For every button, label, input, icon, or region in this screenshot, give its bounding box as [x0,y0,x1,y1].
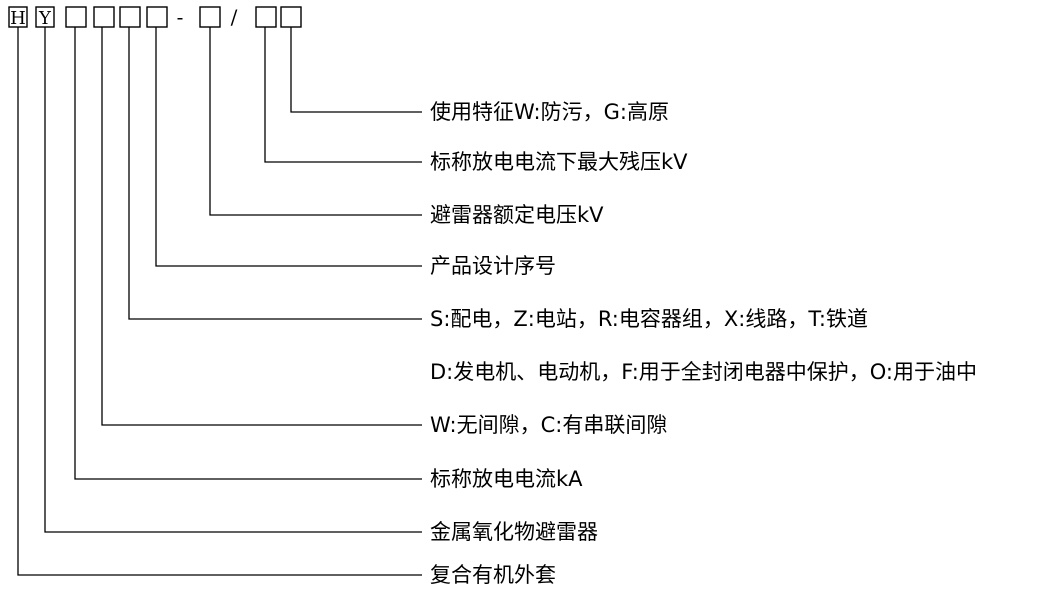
code-box-8 [255,6,277,28]
code-box-4 [93,6,115,28]
desc-arrester-type: 金属氧化物避雷器 [430,520,598,544]
code-char-1: H [10,8,26,29]
leader-line-residual-voltage [264,27,422,163]
leader-line-housing [17,27,422,576]
desc-usage: 使用特征W:防污，G:高原 [430,100,669,124]
desc-application-1: S:配电，Z:电站，R:电容器组，X:线路，T:铁道 [430,307,868,331]
code-box-9 [280,6,302,28]
code-box-5 [119,6,141,28]
leader-line-design-serial [155,27,422,267]
code-slash: / [231,5,238,29]
leader-line-discharge-current [74,27,422,480]
code-box-1: H [8,6,28,29]
leader-line-gap-type [101,27,422,426]
desc-rated-voltage: 避雷器额定电压kV [430,203,604,227]
code-box-2: Y [35,6,55,29]
code-row: H Y - / [8,5,302,29]
desc-residual-voltage: 标称放电电流下最大残压kV [430,150,688,174]
code-box-6 [146,6,168,28]
code-char-2: Y [38,8,52,29]
code-box-7 [199,6,221,28]
leader-line-application [128,27,422,320]
desc-gap-type: W:无间隙，C:有串联间隙 [430,413,667,437]
desc-application-2: D:发电机、电动机，F:用于全封闭电器中保护，O:用于油中 [430,360,977,384]
leader-line-usage [290,27,422,113]
leader-line-arrester-type [44,27,422,533]
code-dash: - [177,5,184,29]
desc-design-serial: 产品设计序号 [430,254,556,278]
code-box-3 [65,6,87,28]
leader-lines [17,27,422,576]
leader-line-rated-voltage [209,27,422,216]
desc-discharge-current: 标称放电电流kA [430,467,583,491]
desc-housing: 复合有机外套 [430,563,556,587]
descriptions: 使用特征W:防污，G:高原 标称放电电流下最大残压kV 避雷器额定电压kV 产品… [430,100,977,587]
